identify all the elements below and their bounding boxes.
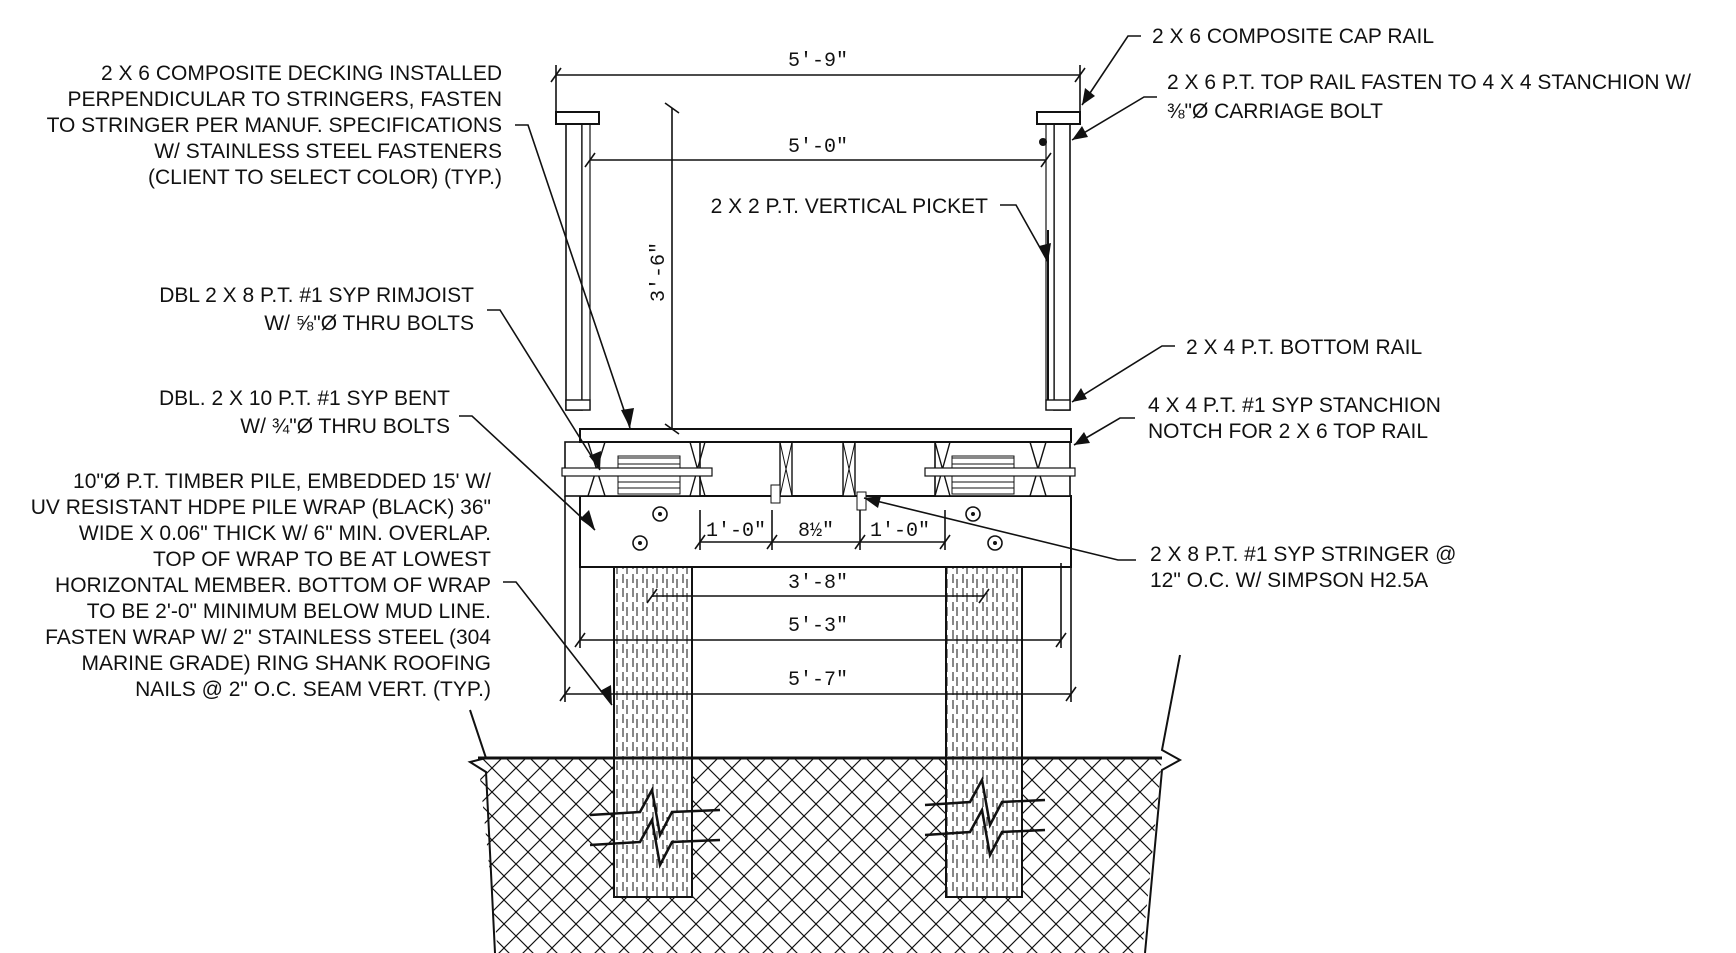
note-stringer: 2 X 8 P.T. #1 SYP STRINGER @ 12" O.C. W/…	[1150, 543, 1457, 592]
ground-section	[467, 654, 1183, 953]
framing	[561, 441, 1076, 511]
dim-rail-height: 3'-6"	[648, 242, 671, 302]
leader-top-rail	[1071, 96, 1157, 141]
svg-text:W/ ⅝"Ø THRU BOLTS: W/ ⅝"Ø THRU BOLTS	[264, 312, 474, 335]
svg-text:DBL 2 X 8 P.T. #1 SYP RIMJOIST: DBL 2 X 8 P.T. #1 SYP RIMJOIST	[159, 284, 474, 307]
cap-rail-left	[555, 111, 600, 125]
svg-text:FASTEN WRAP W/ 2" STAINLESS ST: FASTEN WRAP W/ 2" STAINLESS STEEL (304	[45, 626, 491, 649]
svg-text:10"Ø P.T. TIMBER PILE, EMBEDDE: 10"Ø P.T. TIMBER PILE, EMBEDDED 15' W/	[73, 470, 491, 493]
leader-rimjoist	[487, 309, 601, 471]
svg-text:2 X 2 P.T. VERTICAL PICKET: 2 X 2 P.T. VERTICAL PICKET	[711, 195, 989, 218]
bent-bolts	[632, 506, 1003, 551]
note-cap-rail: 2 X 6 COMPOSITE CAP RAIL	[1152, 25, 1434, 48]
pile-right	[945, 566, 1023, 898]
dim-bent-width: 5'-3"	[788, 615, 848, 638]
leader-cap-rail	[1081, 35, 1141, 106]
note-decking: 2 X 6 COMPOSITE DECKING INSTALLED PERPEN…	[47, 62, 502, 189]
svg-text:UV RESISTANT HDPE PILE WRAP (B: UV RESISTANT HDPE PILE WRAP (BLACK) 36"	[31, 496, 491, 519]
bottom-rail-left	[565, 399, 591, 411]
stanchion-right	[1053, 121, 1071, 411]
svg-text:DBL. 2 X 10 P.T. #1 SYP BENT: DBL. 2 X 10 P.T. #1 SYP BENT	[159, 387, 450, 410]
svg-text:NAILS @ 2" O.C. SEAM VERT. (TY: NAILS @ 2" O.C. SEAM VERT. (TYP.)	[135, 678, 491, 701]
soil-hatch	[478, 758, 1162, 953]
svg-text:⅜"Ø CARRIAGE BOLT: ⅜"Ø CARRIAGE BOLT	[1167, 100, 1383, 123]
svg-text:2 X 6 P.T. TOP RAIL FASTEN TO: 2 X 6 P.T. TOP RAIL FASTEN TO 4 X 4 STAN…	[1167, 71, 1691, 94]
stanchion-left	[565, 121, 583, 411]
hurricane-tie-left	[770, 484, 781, 504]
svg-text:TO BE 2'-0" MINIMUM BELOW MUD: TO BE 2'-0" MINIMUM BELOW MUD LINE.	[87, 600, 491, 623]
railing	[555, 111, 1081, 411]
pile-left-break-mark	[589, 786, 721, 869]
svg-text:HORIZONTAL MEMBER. BOTTOM OF W: HORIZONTAL MEMBER. BOTTOM OF WRAP	[55, 574, 491, 597]
note-bent: DBL. 2 X 10 P.T. #1 SYP BENT W/ ¾"Ø THRU…	[159, 387, 450, 438]
dim-stringer-right: 1'-0"	[870, 520, 930, 543]
note-stanchion: 4 X 4 P.T. #1 SYP STANCHION NOTCH FOR 2 …	[1148, 394, 1441, 443]
note-picket: 2 X 2 P.T. VERTICAL PICKET	[711, 195, 989, 218]
leader-pile	[503, 581, 613, 706]
dimension-lines	[550, 65, 1086, 702]
svg-text:4 X 4 P.T. #1 SYP STANCHION: 4 X 4 P.T. #1 SYP STANCHION	[1148, 394, 1441, 417]
timber-piles	[589, 566, 1046, 898]
bottom-rail-right	[1045, 399, 1071, 411]
hurricane-tie-right	[856, 491, 867, 511]
leader-bent	[459, 415, 596, 531]
bent-cap	[579, 495, 1072, 568]
leader-decking	[515, 124, 631, 429]
leader-stanchion	[1073, 417, 1135, 446]
pile-right-break-mark	[924, 776, 1046, 859]
dim-overall-bottom: 5'-7"	[788, 669, 848, 692]
mud-line-break-right	[1144, 654, 1183, 953]
svg-text:(CLIENT TO SELECT COLOR) (TYP.: (CLIENT TO SELECT COLOR) (TYP.)	[148, 166, 502, 189]
mud-line-break-left	[467, 709, 496, 953]
dim-stringer-middle: 8½"	[798, 520, 834, 543]
note-pile: 10"Ø P.T. TIMBER PILE, EMBEDDED 15' W/ U…	[31, 470, 492, 701]
svg-text:TO STRINGER PER MANUF. SPECIFI: TO STRINGER PER MANUF. SPECIFICATIONS	[47, 114, 502, 137]
svg-text:2 X 4 P.T. BOTTOM RAIL: 2 X 4 P.T. BOTTOM RAIL	[1186, 336, 1422, 359]
leader-lines	[459, 35, 1175, 706]
leader-bottom-rail	[1071, 345, 1175, 403]
pile-left	[613, 566, 693, 898]
svg-text:PERPENDICULAR TO STRINGERS, FA: PERPENDICULAR TO STRINGERS, FASTEN	[68, 88, 502, 111]
note-bottom-rail: 2 X 4 P.T. BOTTOM RAIL	[1186, 336, 1422, 359]
dim-stringer-left: 1'-0"	[706, 520, 766, 543]
svg-text:MARINE GRADE) RING SHANK ROOFI: MARINE GRADE) RING SHANK ROOFING	[81, 652, 491, 675]
thru-bolt-right	[924, 467, 1076, 477]
svg-text:W/ ¾"Ø THRU BOLTS: W/ ¾"Ø THRU BOLTS	[240, 415, 450, 438]
leader-arrowheads	[580, 88, 1095, 705]
dimension-labels: 5'-9" 5'-0" 3'-6" 1'-0" 8½" 1'-0" 3'-8" …	[648, 50, 930, 692]
stringer-x-marks	[779, 441, 856, 497]
svg-text:12" O.C. W/ SIMPSON H2.5A: 12" O.C. W/ SIMPSON H2.5A	[1150, 569, 1428, 592]
svg-text:TOP OF WRAP TO BE AT LOWEST: TOP OF WRAP TO BE AT LOWEST	[153, 548, 491, 571]
svg-text:W/ STAINLESS STEEL FASTENERS: W/ STAINLESS STEEL FASTENERS	[154, 140, 502, 163]
dim-overall-top: 5'-9"	[788, 50, 848, 73]
svg-text:WIDE X 0.06" THICK W/ 6" MIN.: WIDE X 0.06" THICK W/ 6" MIN. OVERLAP.	[79, 522, 491, 545]
svg-text:2 X 8 P.T. #1 SYP STRINGER @: 2 X 8 P.T. #1 SYP STRINGER @	[1150, 543, 1457, 566]
leader-picket	[1000, 204, 1049, 263]
svg-text:2 X 6 COMPOSITE DECKING INSTAL: 2 X 6 COMPOSITE DECKING INSTALLED	[101, 62, 502, 85]
svg-text:NOTCH FOR 2 X 6 TOP RAIL: NOTCH FOR 2 X 6 TOP RAIL	[1148, 420, 1428, 443]
thru-bolt-left	[561, 467, 713, 477]
composite-decking	[579, 428, 1072, 443]
carriage-bolt-right	[1039, 138, 1047, 146]
dim-rail-inner: 5'-0"	[788, 136, 848, 159]
dim-pile-spacing: 3'-8"	[788, 572, 848, 595]
cap-rail-right	[1036, 111, 1081, 125]
note-rimjoist: DBL 2 X 8 P.T. #1 SYP RIMJOIST W/ ⅝"Ø TH…	[159, 284, 474, 335]
leader-stringer	[863, 497, 1136, 561]
note-top-rail: 2 X 6 P.T. TOP RAIL FASTEN TO 4 X 4 STAN…	[1167, 71, 1691, 123]
svg-text:2 X 6 COMPOSITE CAP RAIL: 2 X 6 COMPOSITE CAP RAIL	[1152, 25, 1434, 48]
